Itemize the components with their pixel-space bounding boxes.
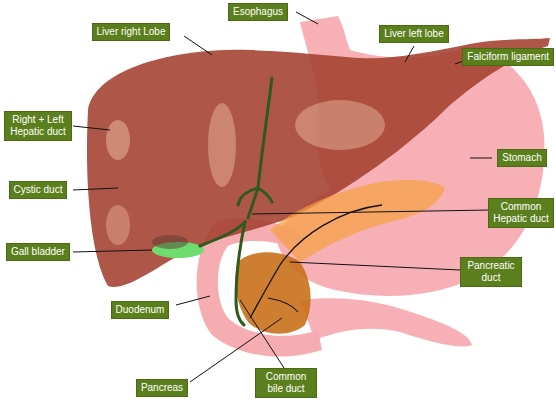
label-text: Common Hepatic duct	[493, 201, 549, 225]
label-text: Right + Left Hepatic duct	[9, 114, 67, 138]
label-box: Pancreatic duct	[460, 257, 522, 287]
label-text: Esophagus	[233, 6, 283, 18]
gall-bladder-shadow	[152, 235, 188, 249]
label-box: Esophagus	[228, 3, 288, 21]
label-box: Liver right Lobe	[92, 23, 171, 41]
label-text: Liver left lobe	[384, 28, 443, 40]
label-box: Stomach	[497, 149, 546, 167]
label-text: Stomach	[502, 152, 541, 164]
label-box: Cystic duct	[9, 181, 68, 199]
label-text: Falciform ligament	[467, 51, 549, 63]
bile-ducts	[200, 78, 272, 325]
pancreas-body	[270, 180, 445, 262]
label-box: Right + Left Hepatic duct	[4, 111, 72, 141]
pancreatic-duct-branch	[268, 298, 298, 312]
label-box: Gall bladder	[6, 243, 70, 261]
label-box: Falciform ligament	[462, 48, 554, 66]
pancreatic-duct	[250, 205, 382, 318]
liver-highlight	[295, 100, 385, 150]
liver-highlight	[106, 120, 130, 160]
label-text: Gall bladder	[11, 246, 65, 258]
liver-highlight	[106, 205, 130, 245]
label-box: Pancreas	[136, 379, 188, 397]
label-text: Duodenum	[116, 304, 165, 316]
liver-shape	[87, 38, 550, 287]
label-box: Common bile duct	[255, 368, 317, 398]
label-box: Duodenum	[111, 301, 170, 319]
liver-highlight	[208, 103, 236, 187]
pancreas-tail-shape	[300, 298, 472, 346]
label-text: Cystic duct	[14, 184, 63, 196]
label-text: Common bile duct	[260, 371, 312, 395]
label-text: Pancreatic duct	[465, 260, 517, 284]
leader-lines	[73, 12, 492, 382]
pancreas-head	[235, 252, 310, 333]
label-text: Pancreas	[141, 382, 183, 394]
label-box: Liver left lobe	[379, 25, 448, 43]
label-text: Liver right Lobe	[97, 26, 166, 38]
label-box: Common Hepatic duct	[488, 198, 554, 228]
